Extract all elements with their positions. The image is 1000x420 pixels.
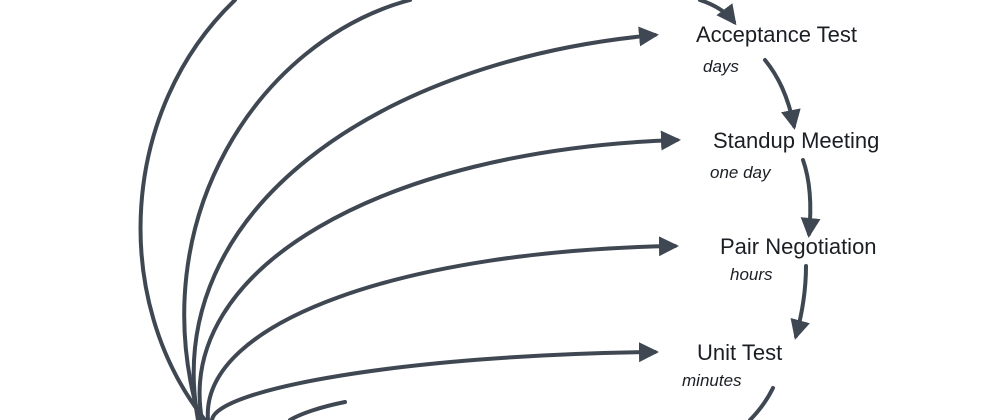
stage-duration-unit-test: minutes xyxy=(682,371,742,390)
feedback-arc-bottom-stub xyxy=(288,400,347,420)
stage-duration-acceptance-test: days xyxy=(703,57,739,76)
stage-unit-test: Unit Test minutes xyxy=(682,340,782,390)
progression-arrow-pair-to-unit xyxy=(790,264,810,340)
feedback-arc-upper-offscreen xyxy=(182,0,412,420)
progression-arrow-out-of-unit xyxy=(748,386,775,420)
feedback-arc-to-acceptance-test xyxy=(191,26,659,420)
stage-title-acceptance-test: Acceptance Test xyxy=(696,22,857,47)
feedback-arc-to-pair-negotiation xyxy=(205,236,679,420)
progression-arrow-standup-to-pair xyxy=(800,158,821,238)
stage-title-standup-meeting: Standup Meeting xyxy=(713,128,879,153)
stage-title-unit-test: Unit Test xyxy=(697,340,782,365)
stage-title-pair-negotiation: Pair Negotiation xyxy=(720,234,877,259)
feedback-arc-to-unit-test xyxy=(210,342,659,420)
stage-duration-pair-negotiation: hours xyxy=(730,265,773,284)
stage-duration-standup-meeting: one day xyxy=(710,163,772,182)
stage-standup-meeting: Standup Meeting one day xyxy=(710,128,879,182)
feedback-arc-to-standup-meeting xyxy=(197,130,681,420)
stage-acceptance-test: Acceptance Test days xyxy=(696,22,857,76)
feedback-arc-top-offscreen xyxy=(138,0,237,420)
stage-pair-negotiation: Pair Negotiation hours xyxy=(720,234,877,284)
progression-arrow-into-acceptance-test xyxy=(698,0,737,26)
progression-arrow-acceptance-to-standup xyxy=(763,58,801,130)
